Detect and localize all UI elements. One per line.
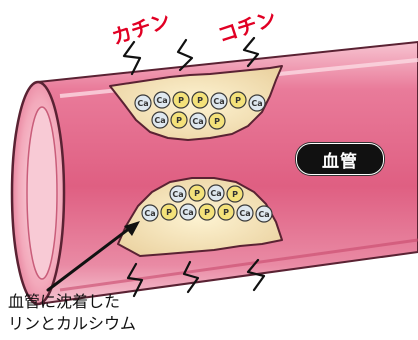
calcium-label: Ca — [154, 116, 165, 125]
calcium-particle — [141, 204, 159, 222]
calcium-label: Ca — [210, 189, 221, 198]
arrow-icon — [46, 221, 140, 292]
phosphorus-label: P — [197, 96, 203, 105]
calcium-label: Ca — [172, 190, 183, 199]
phosphorus-label: P — [166, 208, 172, 217]
calcium-label: Ca — [213, 97, 224, 106]
phosphorus-label: P — [232, 190, 238, 199]
calcium-particle — [153, 91, 171, 109]
calcium-particle — [255, 205, 273, 223]
vessel-shadow — [59, 238, 418, 292]
phosphorus-label: P — [235, 96, 241, 105]
calcium-label: Ca — [182, 208, 193, 217]
calcium-particle — [169, 185, 187, 203]
calcium-particle — [189, 112, 207, 130]
calcium-particle — [248, 94, 266, 112]
calcium-particle — [236, 204, 254, 222]
phosphorus-particle — [172, 91, 190, 109]
caption-line-2: リンとカルシウム — [8, 314, 137, 333]
calcium-label: Ca — [156, 96, 167, 105]
phosphorus-label: P — [204, 208, 210, 217]
squiggle-icon — [126, 258, 266, 298]
phosphorus-particle — [229, 91, 247, 109]
phosphorus-particle — [191, 91, 209, 109]
phosphorus-particle — [217, 203, 235, 221]
phosphorus-label: P — [223, 208, 229, 217]
calcium-label: Ca — [137, 99, 148, 108]
squiggle-icon — [122, 36, 260, 76]
calcium-particle — [151, 111, 169, 129]
lower-particle-cluster: Ca P Ca P Ca P Ca P P Ca Ca — [141, 184, 273, 223]
calcium-label: Ca — [251, 99, 262, 108]
calcium-particle — [179, 203, 197, 221]
vessel-label-badge: 血管 — [296, 143, 384, 175]
phosphorus-particle — [170, 111, 188, 129]
phosphorus-label: P — [214, 117, 220, 126]
calcium-particle — [207, 184, 225, 202]
calcium-label: Ca — [239, 209, 250, 218]
phosphorus-label: P — [176, 116, 182, 125]
calcium-particle — [210, 92, 228, 110]
phosphorus-particle — [226, 185, 244, 203]
calcium-label: Ca — [144, 209, 155, 218]
calcium-label: Ca — [192, 117, 203, 126]
phosphorus-particle — [188, 184, 206, 202]
vessel-label: 血管 — [322, 151, 358, 172]
phosphorus-particle — [198, 203, 216, 221]
calcium-label: Ca — [258, 210, 269, 219]
caption-line-1: 血管に沈着した — [8, 292, 121, 311]
phosphorus-label: P — [194, 189, 200, 198]
phosphorus-label: P — [178, 96, 184, 105]
caption: 血管に沈着した リンとカルシウム — [8, 291, 208, 335]
phosphorus-particle — [208, 112, 226, 130]
vessel-opening-inner — [26, 106, 58, 280]
upper-particle-cluster: Ca Ca P P Ca P Ca Ca P Ca P — [134, 91, 266, 130]
phosphorus-particle — [160, 203, 178, 221]
calcium-particle — [134, 94, 152, 112]
